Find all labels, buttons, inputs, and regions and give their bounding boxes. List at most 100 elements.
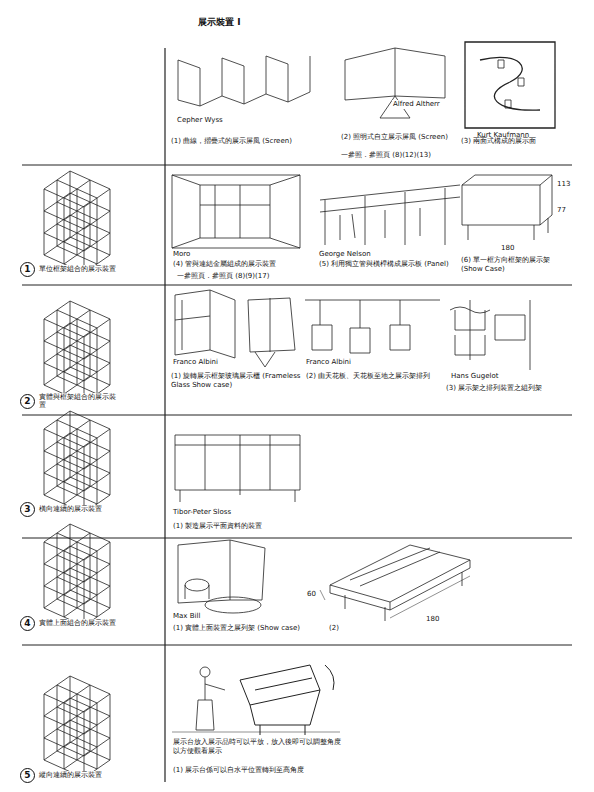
sketch-stroke <box>64 464 90 482</box>
sketch-stroke <box>44 411 70 429</box>
dimension: 180 <box>425 615 440 624</box>
sketch-stroke <box>97 438 98 504</box>
sketch-stroke <box>70 301 71 367</box>
sketch-stroke <box>64 599 90 617</box>
sketch-stroke <box>84 429 110 447</box>
circled-number: 2 <box>20 394 35 409</box>
sketch-stroke <box>22 645 572 646</box>
sketch-stroke <box>44 542 45 608</box>
sketch-stroke <box>44 694 45 760</box>
circled-number: 5 <box>20 768 35 783</box>
sketch-stroke <box>57 420 58 486</box>
sketch-stroke <box>64 442 90 460</box>
sketch-stroke <box>97 551 98 617</box>
sketch-stroke <box>110 189 111 255</box>
sketch-stroke <box>77 429 78 495</box>
row-marker: 3橫向連續的展示裝置 <box>20 502 117 517</box>
sketch-stroke <box>84 712 85 778</box>
caption: (1) 製造展示平面資料的裝置 <box>172 522 324 531</box>
sketch-stroke <box>498 60 524 108</box>
designer-name: George Nelson <box>318 250 372 259</box>
sketch-stroke <box>44 546 70 564</box>
sketch-stroke <box>178 94 288 106</box>
sketch-stroke <box>172 175 300 248</box>
sketch-stroke <box>70 171 71 237</box>
sketch-stroke <box>64 224 90 242</box>
sketch-stroke <box>330 545 470 621</box>
sketch-stroke <box>57 685 58 751</box>
sketch-stroke <box>196 667 225 730</box>
row-marker: 4 實體上面組合的展示裝置 <box>20 616 117 631</box>
sketch-stroke <box>84 211 110 229</box>
sketch-stroke <box>44 720 70 738</box>
sketch-stroke <box>44 524 70 542</box>
sketch-stroke <box>44 742 70 760</box>
caption: (2) 照明式自立展示屏風 (Screen) <box>340 133 460 142</box>
row-marker: 1單位框架組合的展示裝置 <box>20 262 117 277</box>
caption: (5) 利用獨立管與橫桿構成展示板 (Panel) <box>318 260 455 269</box>
sketch-stroke <box>84 542 110 560</box>
sketch-stroke <box>175 435 300 502</box>
sketch-stroke <box>64 551 65 617</box>
sketch-stroke <box>44 171 70 189</box>
sketch-stroke <box>84 586 110 604</box>
sketch-stroke <box>70 676 71 742</box>
sketch-stroke <box>64 486 90 504</box>
sketch-stroke <box>44 590 70 608</box>
dimension: 77 <box>556 206 567 215</box>
dimension: 60 <box>306 590 317 599</box>
designer-name: 展示台放入展示品時可以平放，放入後即可以調整角度以方便觀看展示 <box>172 738 344 756</box>
sketch-stroke <box>22 285 572 286</box>
sketch-stroke <box>64 246 90 264</box>
caption: (1) 曲線，摺疊式的展示屏風 (Screen) <box>170 137 322 146</box>
sketch-stroke <box>44 189 45 255</box>
sketch-stroke <box>64 707 90 725</box>
sketch-stroke <box>44 323 70 341</box>
sketch-stroke <box>84 560 85 626</box>
sketch-stroke <box>64 577 90 595</box>
designer-name: Franco Albini <box>305 358 352 367</box>
dimension: 180 <box>500 244 515 253</box>
sketch-stroke <box>178 56 310 106</box>
sketch-stroke <box>90 685 91 751</box>
sketch-stroke <box>77 694 78 760</box>
designer-name: Franco Albini <box>172 358 219 367</box>
circled-number: 3 <box>20 502 35 517</box>
caption: (1) 展示台係可以自水平位置轉到至高角度 <box>172 766 364 775</box>
sketch-stroke <box>44 319 45 385</box>
sketch-stroke <box>110 694 111 760</box>
sketch-stroke <box>64 328 65 394</box>
sketch-stroke <box>90 533 91 599</box>
circled-number: 1 <box>20 262 35 277</box>
sketch-stroke <box>57 180 58 246</box>
sketch-stroke <box>320 576 470 618</box>
caption: (2) <box>328 624 340 633</box>
sketch-stroke <box>44 477 70 495</box>
sketch-stroke <box>64 420 90 438</box>
sketch-stroke <box>77 189 78 255</box>
sketch-stroke <box>90 180 91 246</box>
sketch-stroke <box>64 376 90 394</box>
sketch-stroke <box>44 455 70 473</box>
row-label: 縱向連續的展示裝置 <box>39 771 117 779</box>
sketch-stroke <box>64 180 90 198</box>
designer-name: 一參照頁．參照頁 (8)(9)(17) <box>176 272 318 281</box>
line-art <box>22 42 572 782</box>
sketch-stroke <box>110 542 111 608</box>
sketch-stroke <box>84 207 85 273</box>
sketch-stroke <box>22 415 572 416</box>
row-label: 實體上面組合的展示裝置 <box>39 619 117 627</box>
sketch-stroke <box>84 319 110 337</box>
caption: (3) 展示架之排列裝置之組列架 <box>445 384 572 393</box>
sketch-stroke <box>175 290 235 358</box>
designer-name: Cepher Wyss <box>176 116 224 125</box>
sketch-stroke <box>84 447 85 513</box>
circled-number: 4 <box>20 616 35 631</box>
sketch-stroke <box>97 703 98 769</box>
sketch-stroke <box>64 354 90 372</box>
sketch-stroke <box>57 533 58 599</box>
sketch-stroke <box>84 694 110 712</box>
sketch-stroke <box>90 420 91 486</box>
sketch-stroke <box>57 310 58 376</box>
sketch-stroke <box>64 729 90 747</box>
